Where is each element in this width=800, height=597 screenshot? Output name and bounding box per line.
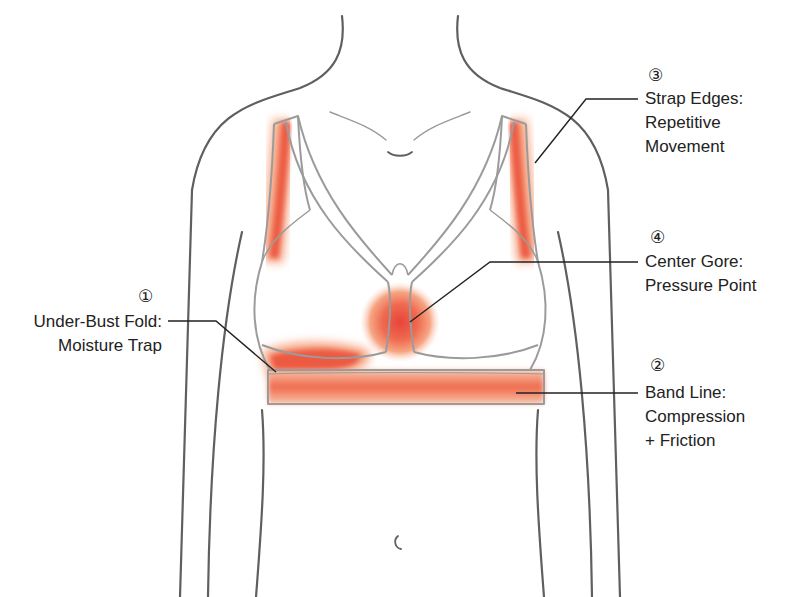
leader-line	[535, 99, 638, 163]
band-heat	[268, 370, 544, 404]
leader-line	[168, 321, 276, 372]
gore-heat	[360, 282, 440, 362]
callout-number: ②	[650, 353, 665, 377]
leader-line	[516, 392, 638, 393]
callout-number: ①	[138, 284, 153, 308]
strap-heat	[514, 122, 526, 258]
callout-label: Under-Bust Fold: Moisture Trap	[12, 310, 162, 358]
bra-outline	[254, 116, 545, 404]
callout-number: ③	[648, 63, 663, 87]
body-outline	[180, 16, 620, 597]
callout-label: Band Line: Compression + Friction	[645, 381, 753, 453]
leader-lines	[168, 99, 638, 393]
callout-label: Center Gore: Pressure Point	[645, 250, 775, 298]
strap-heat	[274, 122, 286, 258]
callout-number: ④	[650, 225, 665, 249]
leader-line	[410, 262, 638, 322]
callout-label: Strap Edges: Repetitive Movement	[645, 87, 753, 159]
